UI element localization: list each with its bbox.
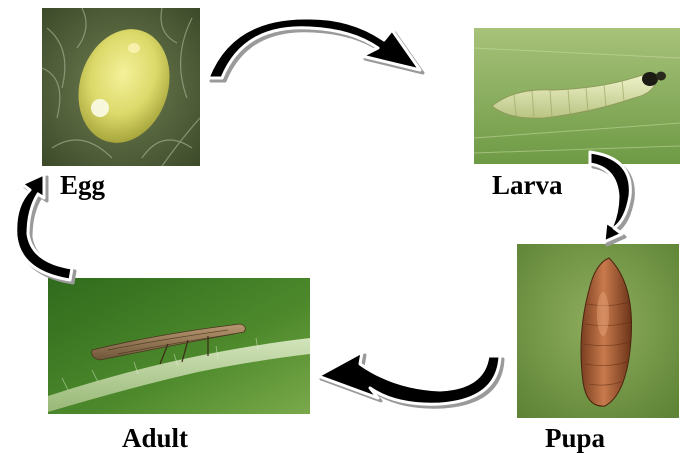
egg-label: Egg — [60, 172, 105, 199]
arrow-larva-to-pupa — [590, 152, 630, 242]
adult-photo — [48, 278, 310, 414]
pupa-label: Pupa — [545, 425, 605, 452]
arrow-egg-to-larva — [208, 18, 420, 78]
larva-photo — [474, 28, 680, 164]
arrow-pupa-to-adult — [318, 352, 500, 404]
egg-photo — [42, 8, 200, 166]
larva-label: Larva — [492, 172, 563, 199]
pupa-photo — [517, 244, 679, 418]
adult-label: Adult — [122, 425, 188, 452]
